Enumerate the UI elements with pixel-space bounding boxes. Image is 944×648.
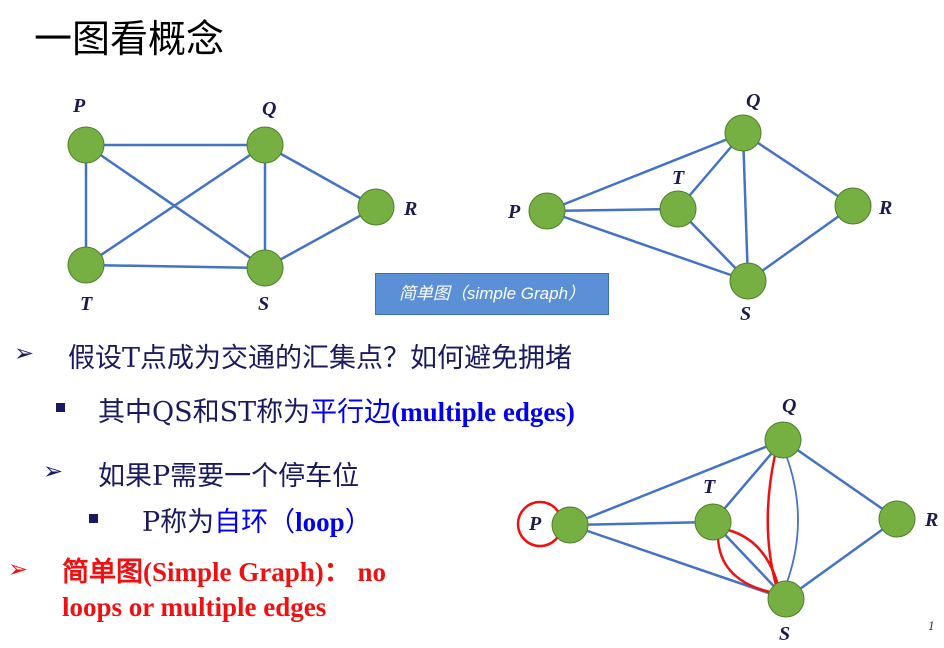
label-s: S	[779, 623, 790, 645]
label-s: S	[740, 303, 751, 325]
node-q	[724, 114, 762, 152]
label-s: S	[258, 293, 269, 315]
bullet-1: 假设T点成为交通的汇集点？如何避免拥堵	[68, 343, 573, 374]
graph-2	[546, 131, 854, 283]
parallel-edges-term: 平行边	[310, 397, 392, 428]
edge-qr	[264, 143, 377, 209]
label-q: Q	[782, 395, 796, 417]
slide-title: 一图看概念	[34, 17, 225, 61]
bullet-4: P称为自环（loop）	[142, 500, 372, 539]
bullet-5-line-2: loops or multiple edges	[62, 592, 327, 622]
label-p: P	[528, 513, 542, 535]
node-p	[528, 192, 566, 230]
node-p	[551, 506, 589, 544]
bullet-3: 如果P需要一个停车位	[98, 461, 360, 492]
arrow-bullet-icon: ➢	[8, 555, 29, 583]
label-t: T	[703, 476, 716, 498]
square-bullet-icon	[89, 514, 98, 523]
arrow-bullet-icon: ➢	[43, 457, 64, 485]
bullet-4-text: P称为	[142, 507, 215, 538]
bullet-2-text: 其中QS和ST称为	[98, 397, 311, 428]
multiple-edges-term: (multiple edges)	[391, 397, 575, 427]
node-t	[694, 503, 732, 541]
square-bullet-icon	[56, 403, 65, 412]
node-s	[729, 262, 767, 300]
bullet-5-line-1: 简单图(Simple Graph)： no	[62, 557, 387, 587]
node-s	[767, 580, 805, 618]
node-r	[357, 188, 395, 226]
simple-graph-caption: 简单图（simple Graph）	[375, 273, 609, 315]
label-r: R	[924, 509, 938, 531]
node-p	[67, 126, 105, 164]
edge-rs	[264, 205, 377, 270]
multiple-edges-red	[716, 454, 780, 594]
node-q	[764, 421, 802, 459]
page-number: 1	[928, 620, 935, 633]
label-r: R	[878, 197, 892, 219]
loop-term: 自环（	[214, 507, 296, 538]
label-q: Q	[746, 90, 760, 112]
label-p: P	[507, 201, 521, 223]
label-p: P	[72, 95, 86, 117]
bullet-2: 其中QS和ST称为平行边(multiple edges)	[98, 390, 575, 429]
loop-paren: ）	[344, 507, 372, 538]
node-t	[659, 190, 697, 228]
edge-qt	[85, 143, 266, 267]
label-r: R	[403, 198, 417, 220]
node-t	[67, 246, 105, 284]
node-r	[834, 187, 872, 225]
label-t: T	[80, 293, 93, 315]
node-r	[878, 500, 916, 538]
loop-term-en: loop	[295, 507, 345, 537]
arrow-bullet-icon: ➢	[14, 339, 35, 367]
label-t: T	[672, 167, 685, 189]
graph-1	[84, 143, 377, 270]
edge-ts	[85, 263, 266, 270]
node-s	[246, 249, 284, 287]
node-q	[246, 126, 284, 164]
label-q: Q	[262, 98, 276, 120]
